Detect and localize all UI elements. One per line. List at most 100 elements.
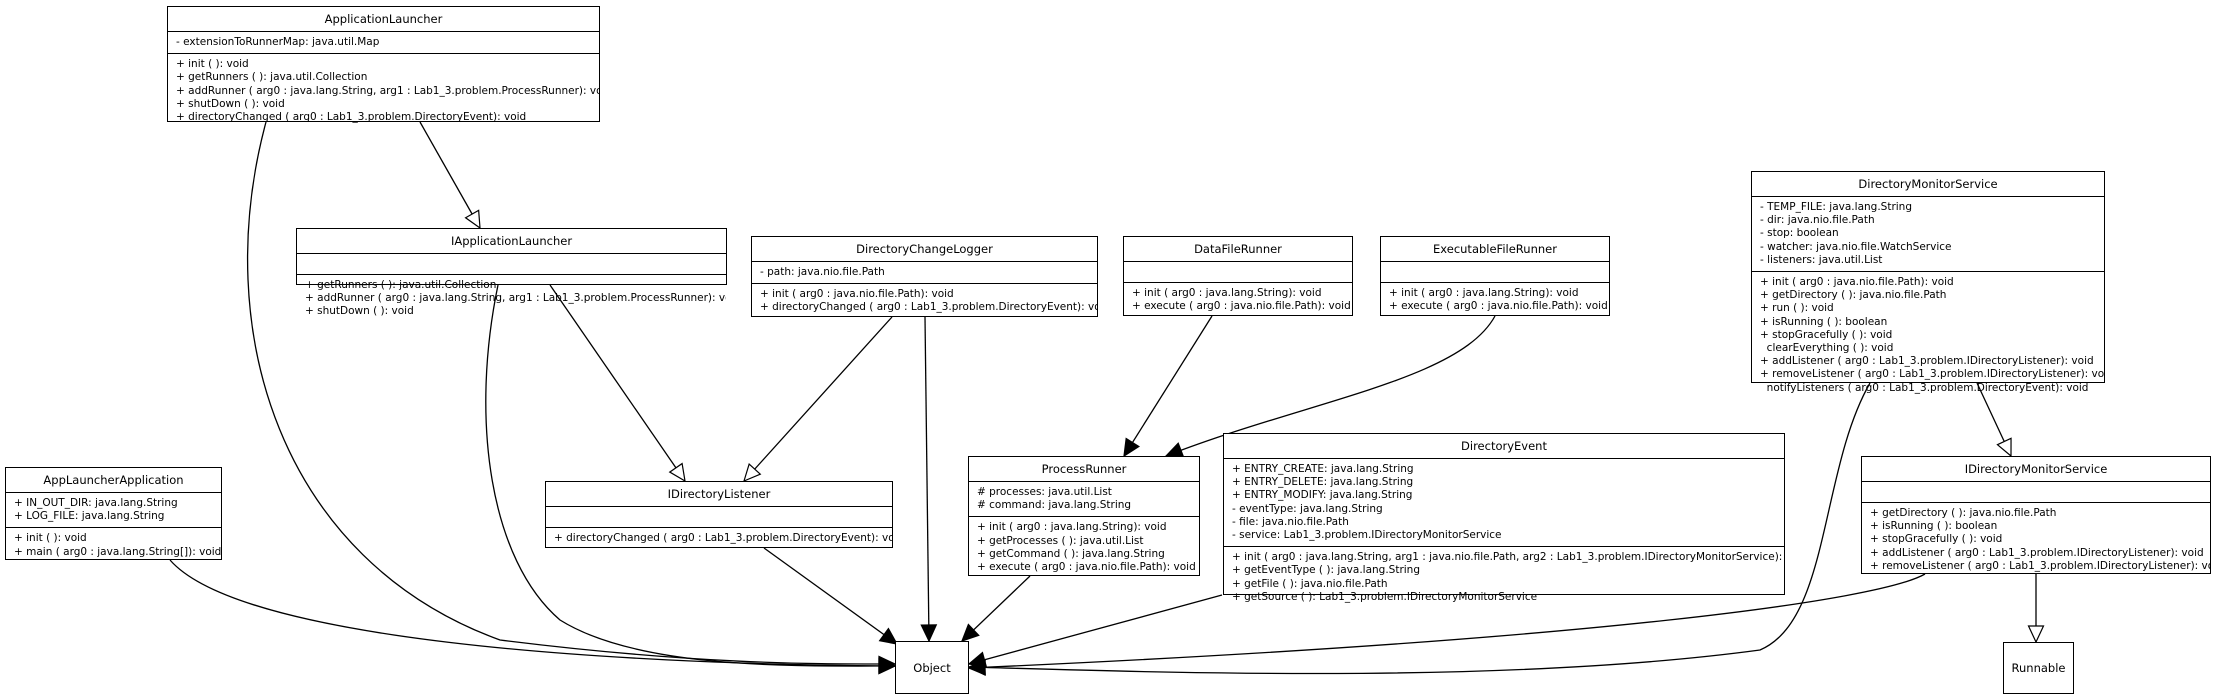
class-name: AppLauncherApplication	[6, 468, 221, 493]
methods-section: + init ( arg0 : java.nio.file.Path): voi…	[1752, 271, 2104, 399]
attribute: - listeners: java.util.List	[1760, 253, 1883, 266]
attributes-section: - TEMP_FILE: java.lang.String- dir: java…	[1752, 197, 2104, 271]
method: + execute ( arg0 : java.nio.file.Path): …	[1132, 300, 1351, 313]
method: + getCommand ( ): java.lang.String	[977, 547, 1165, 560]
attribute: + IN_OUT_DIR: java.lang.String	[14, 497, 178, 509]
attribute: # processes: java.util.List	[977, 486, 1112, 498]
edge-application-launcher-to-object	[246, 121, 896, 665]
methods-section: + init ( arg0 : java.lang.String): void+…	[969, 516, 1199, 578]
method: + init ( arg0 : java.nio.file.Path): voi…	[1760, 276, 1954, 289]
filled-arrowhead	[878, 627, 899, 645]
class-box-i-directory-monitor-service[interactable]: IDirectoryMonitorService + getDirectory (…	[1861, 456, 2211, 574]
attribute: + ENTRY_DELETE: java.lang.String	[1232, 476, 1414, 489]
class-name: DirectoryMonitorService	[1752, 172, 2104, 197]
class-box-executable-file-runner[interactable]: ExecutableFileRunner+ init ( arg0 : java…	[1380, 236, 1610, 316]
attributes-section	[546, 507, 892, 527]
class-name: DirectoryEvent	[1224, 434, 1784, 459]
method: + shutDown ( ): void	[176, 97, 285, 110]
class-name: ExecutableFileRunner	[1381, 237, 1609, 262]
method: + init ( arg0 : java.lang.String, arg1 :…	[1232, 551, 1784, 564]
filled-arrowhead	[1123, 437, 1140, 458]
attribute: - stop: boolean	[1760, 227, 1839, 240]
edge-directory-monitor-service-to-object	[968, 382, 1871, 675]
attribute: - extensionToRunnerMap: java.util.Map	[176, 36, 380, 48]
class-name: ApplicationLauncher	[168, 7, 599, 32]
method: + getRunners ( ): java.util.Collection	[176, 71, 368, 84]
edge-i-application-launcher-to-i-directory-listener	[549, 284, 686, 482]
methods-section: + init ( arg0 : java.lang.String, arg1 :…	[1224, 546, 1784, 608]
methods-section: + getDirectory ( ): java.nio.file.Path+ …	[1862, 502, 2210, 577]
hollow-arrowhead	[2027, 625, 2045, 644]
filled-arrowhead	[967, 658, 986, 676]
hollow-arrowhead	[668, 462, 686, 483]
class-name: Runnable	[2011, 661, 2066, 675]
attributes-section	[297, 254, 726, 274]
edge-app-launcher-application-to-object	[169, 559, 896, 667]
method: + addRunner ( arg0 : java.lang.String, a…	[305, 292, 726, 305]
method: + stopGracefully ( ): void	[1760, 328, 1893, 341]
methods-section: + init ( arg0 : java.lang.String): void+…	[1124, 282, 1352, 317]
class-name: Object	[913, 660, 951, 675]
hollow-arrowhead	[743, 463, 762, 483]
method: + removeListener ( arg0 : Lab1_3.problem…	[1870, 559, 2210, 572]
attribute: + ENTRY_CREATE: java.lang.String	[1232, 463, 1414, 475]
attributes-section: + ENTRY_CREATE: java.lang.String+ ENTRY_…	[1224, 459, 1784, 546]
methods-section: + init ( ): void+ main ( arg0 : java.lan…	[6, 527, 221, 562]
method: + getProcesses ( ): java.util.List	[977, 534, 1144, 547]
class-box-object[interactable]: Object	[895, 641, 969, 694]
class-box-directory-event[interactable]: DirectoryEvent+ ENTRY_CREATE: java.lang.…	[1223, 433, 1785, 603]
method: + addListener ( arg0 : Lab1_3.problem.ID…	[1760, 355, 2094, 368]
attributes-section	[1124, 262, 1352, 282]
method: + init ( arg0 : java.lang.String): void	[977, 521, 1167, 534]
method: + isRunning ( ): boolean	[1760, 315, 1888, 328]
edge-directory-change-logger-to-i-directory-listener	[743, 316, 893, 482]
class-box-runnable[interactable]: Runnable	[2003, 642, 2074, 694]
edge-i-directory-listener-to-object	[763, 547, 898, 645]
class-box-directory-monitor-service[interactable]: DirectoryMonitorService- TEMP_FILE: java…	[1751, 171, 2105, 394]
method: + addRunner ( arg0 : java.lang.String, a…	[176, 84, 599, 97]
method: notifyListeners ( arg0 : Lab1_3.problem.…	[1760, 381, 2089, 394]
attribute: - service: Lab1_3.problem.IDirectoryMoni…	[1232, 529, 1502, 542]
attribute: - dir: java.nio.file.Path	[1760, 214, 1875, 227]
filled-arrowhead	[920, 624, 938, 643]
method: + init ( ): void	[176, 58, 249, 71]
class-name: IDirectoryListener	[546, 482, 892, 507]
method: + directoryChanged ( arg0 : Lab1_3.probl…	[554, 532, 892, 544]
edge-i-directory-monitor-service-to-object	[968, 573, 1926, 669]
methods-section: + directoryChanged ( arg0 : Lab1_3.probl…	[546, 527, 892, 549]
method: + removeListener ( arg0 : Lab1_3.problem…	[1760, 368, 2104, 381]
class-name: IDirectoryMonitorService	[1862, 457, 2210, 482]
attribute: - path: java.nio.file.Path	[760, 266, 885, 278]
filled-arrowhead	[878, 657, 897, 675]
methods-section: + init ( arg0 : java.nio.file.Path): voi…	[752, 283, 1097, 318]
class-box-data-file-runner[interactable]: DataFileRunner + init ( arg0 : java.lang.…	[1123, 236, 1353, 316]
method: + shutDown ( ): void	[305, 305, 414, 318]
methods-section: + init ( ): void+ getRunners ( ): java.u…	[168, 53, 599, 128]
class-box-process-runner[interactable]: ProcessRunner# processes: java.util.List…	[968, 456, 1200, 576]
method: + getRunners ( ): java.util.Collection	[305, 279, 497, 291]
attribute: - watcher: java.nio.file.WatchService	[1760, 240, 1952, 253]
hollow-arrowhead	[1996, 437, 2012, 458]
attribute: + LOG_FILE: java.lang.String	[14, 510, 165, 523]
attribute: - TEMP_FILE: java.lang.String	[1760, 201, 1912, 213]
method: + init ( arg0 : java.lang.String): void	[1132, 287, 1322, 299]
attributes-section: - extensionToRunnerMap: java.util.Map	[168, 32, 599, 53]
attributes-section: # processes: java.util.List# command: ja…	[969, 482, 1199, 516]
edge-data-file-runner-to-process-runner	[1123, 315, 1213, 457]
class-box-app-launcher-application[interactable]: AppLauncherApplication+ IN_OUT_DIR: java…	[5, 467, 222, 560]
attributes-section: + IN_OUT_DIR: java.lang.String+ LOG_FILE…	[6, 493, 221, 527]
method: + execute ( arg0 : java.nio.file.Path): …	[977, 561, 1196, 574]
method: + directoryChanged ( arg0 : Lab1_3.probl…	[760, 301, 1097, 314]
class-box-i-directory-listener[interactable]: IDirectoryListener + directoryChanged ( a…	[545, 481, 893, 548]
method: + addListener ( arg0 : Lab1_3.problem.ID…	[1870, 546, 2204, 559]
class-name: DirectoryChangeLogger	[752, 237, 1097, 262]
class-box-directory-change-logger[interactable]: DirectoryChangeLogger - path: java.nio.fi…	[751, 236, 1098, 317]
attributes-section	[1862, 482, 2210, 502]
class-box-i-application-launcher[interactable]: IApplicationLauncher+ getRunners ( ): ja…	[296, 228, 727, 317]
attributes-section: - path: java.nio.file.Path	[752, 262, 1097, 283]
edge-i-application-launcher-to-object	[485, 284, 896, 667]
edge-directory-change-logger-to-object	[924, 316, 930, 642]
class-box-application-launcher[interactable]: ApplicationLauncher - extensionToRunnerMa…	[167, 6, 600, 123]
class-name: DataFileRunner	[1124, 237, 1352, 262]
